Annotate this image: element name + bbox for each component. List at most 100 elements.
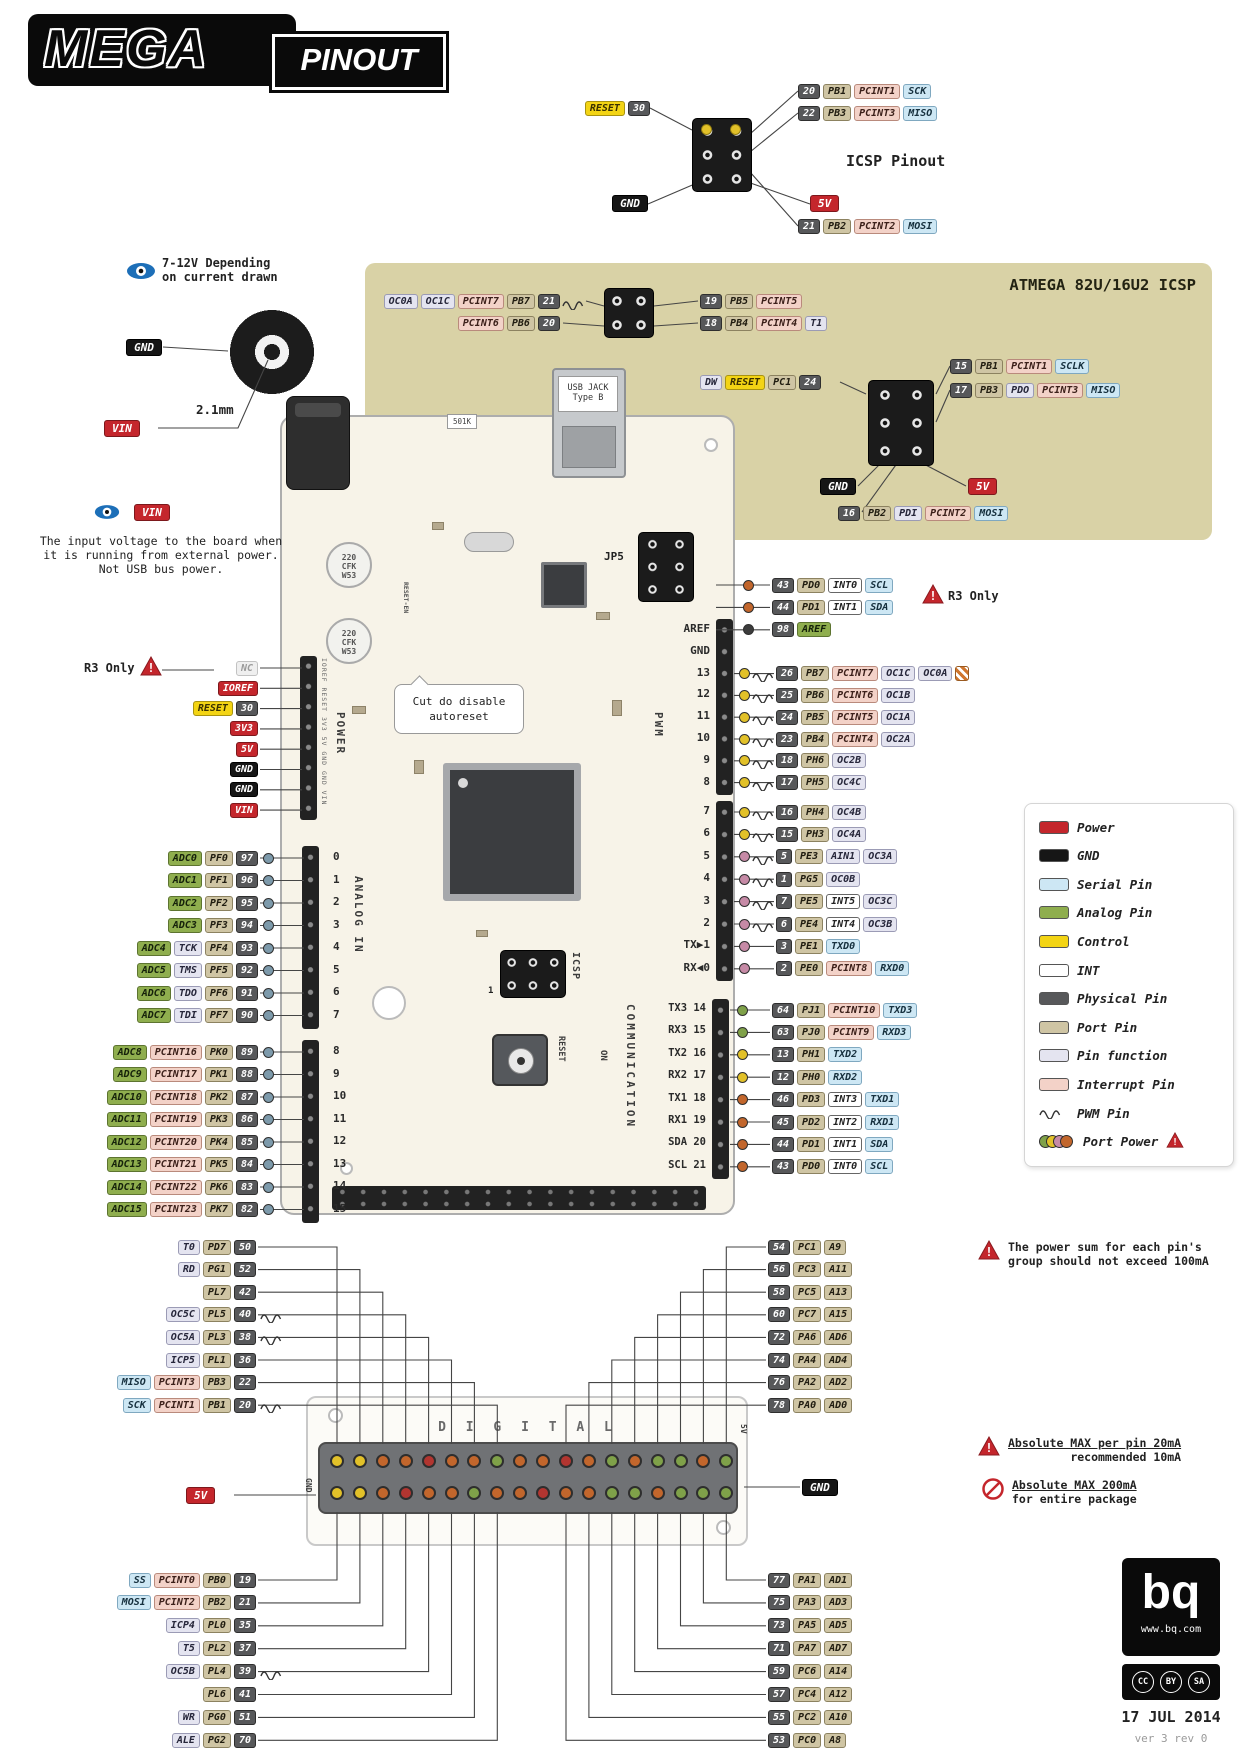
pin-badge: PE3 (795, 849, 824, 865)
board-edge-label: 5 (703, 848, 710, 862)
pin-badge: OC5B (165, 1664, 200, 1680)
port-power-dot (742, 579, 754, 591)
pin-badge: OC4A (832, 826, 867, 842)
legend-item: Port Pin (1039, 1018, 1137, 1036)
pin-badge: PK3 (204, 1112, 233, 1127)
mounting-hole (704, 438, 718, 452)
pwm-squiggle-icon (260, 1330, 282, 1347)
board-edge-label: 10 (696, 731, 710, 744)
pin-badge: ADC4 (136, 940, 171, 956)
pin-badge: PB2 (202, 1595, 231, 1611)
legend-swatch (1039, 1020, 1069, 1034)
header-pin-dot (536, 1486, 551, 1500)
pin-badge: OC1C (420, 293, 455, 309)
pin-badge: 58 (768, 1284, 791, 1300)
pin-badge: ADC15 (106, 1202, 147, 1217)
pin-badge: PF1 (204, 873, 233, 888)
port-power-dot (262, 942, 274, 954)
pin-badge: INT3 (828, 1092, 863, 1108)
pin-badge: 36 (233, 1352, 256, 1368)
pin-badge: INT0 (828, 1159, 863, 1175)
pin-badge: 97 (235, 850, 258, 866)
pin-badge: PB4 (801, 731, 830, 747)
port-power-dot (262, 965, 274, 976)
pwm-squiggle-icon (752, 688, 774, 705)
pin-badge: RESET (192, 701, 233, 717)
pin-badge: A13 (824, 1284, 853, 1300)
pin-badge: 1 (776, 871, 793, 887)
pin-badge: PCINT17 (149, 1067, 202, 1082)
pin-badge: RD (177, 1262, 200, 1278)
pin-badge: GND (229, 782, 258, 798)
pin-badge: OC1A (881, 709, 916, 725)
pin-badge: 43 (772, 577, 795, 593)
pin-badge: PC3 (793, 1262, 822, 1278)
pin-badge: PK7 (204, 1202, 233, 1217)
pin-badge: 54 (768, 1239, 791, 1255)
pin-badge: PCINT23 (149, 1202, 202, 1217)
power-5v-badge: 5V (810, 195, 840, 212)
warning-icon: ! (140, 655, 162, 680)
pin-badge: PE1 (795, 938, 824, 954)
pin-badge: INT5 (826, 894, 861, 910)
board-edge-label: 4 (333, 940, 340, 953)
pin-badge: OC5A (165, 1329, 200, 1345)
header-pin-dot (421, 1486, 436, 1500)
power-pin-marker (730, 124, 741, 135)
pin-badge: PF0 (204, 850, 233, 866)
pin-badge: PH3 (801, 826, 830, 842)
port-power-dot (738, 733, 750, 745)
header-pin-dot (559, 1454, 573, 1468)
power-5v-badge: 5V (186, 1487, 216, 1504)
pin-badge: PK5 (204, 1157, 233, 1172)
pin-badge: AD3 (824, 1595, 853, 1611)
port-power-dot (736, 1004, 748, 1016)
header-pin-dot (330, 1454, 344, 1468)
warning-text: group should not exceed 100mA (1008, 1254, 1209, 1268)
pin-badge: 7 (776, 894, 793, 910)
pin-row: IOREF (217, 679, 258, 697)
header-pin-dot (467, 1486, 482, 1500)
pin-badge: T0 (177, 1239, 200, 1255)
pin-badge: ADC5 (136, 963, 171, 978)
communication-header (712, 999, 729, 1179)
vin-note-line: The input voltage to the board when (39, 534, 283, 548)
power-section-label: POWER (334, 712, 347, 756)
pin-badge: ADC3 (167, 918, 202, 933)
port-power-dot (738, 777, 750, 789)
pin-badge: 38 (233, 1329, 256, 1345)
board-edge-label: 2 (333, 895, 340, 908)
pin-badge: 87 (235, 1089, 258, 1105)
board-edge-label: 8 (333, 1044, 340, 1057)
pin-badge: 76 (768, 1375, 791, 1391)
pin-badge: PA5 (793, 1618, 822, 1634)
pin-badge: OC3B (863, 916, 898, 932)
pin-badge: 24 (776, 709, 799, 725)
pin-badge: 83 (235, 1179, 258, 1195)
header-pin-dot (490, 1454, 505, 1468)
header-pin-dot (444, 1486, 459, 1500)
warning-icon: ! (922, 583, 944, 608)
on-led-label: ON (598, 1050, 608, 1061)
reset-button[interactable] (492, 1034, 548, 1086)
pin-badge: PCINT19 (149, 1112, 202, 1127)
board-edge-label: 9 (703, 752, 710, 766)
pin-badge: 19 (700, 293, 723, 309)
pin-badge: PCINT3 (1037, 382, 1084, 398)
pin-badge: MISO (903, 105, 938, 121)
